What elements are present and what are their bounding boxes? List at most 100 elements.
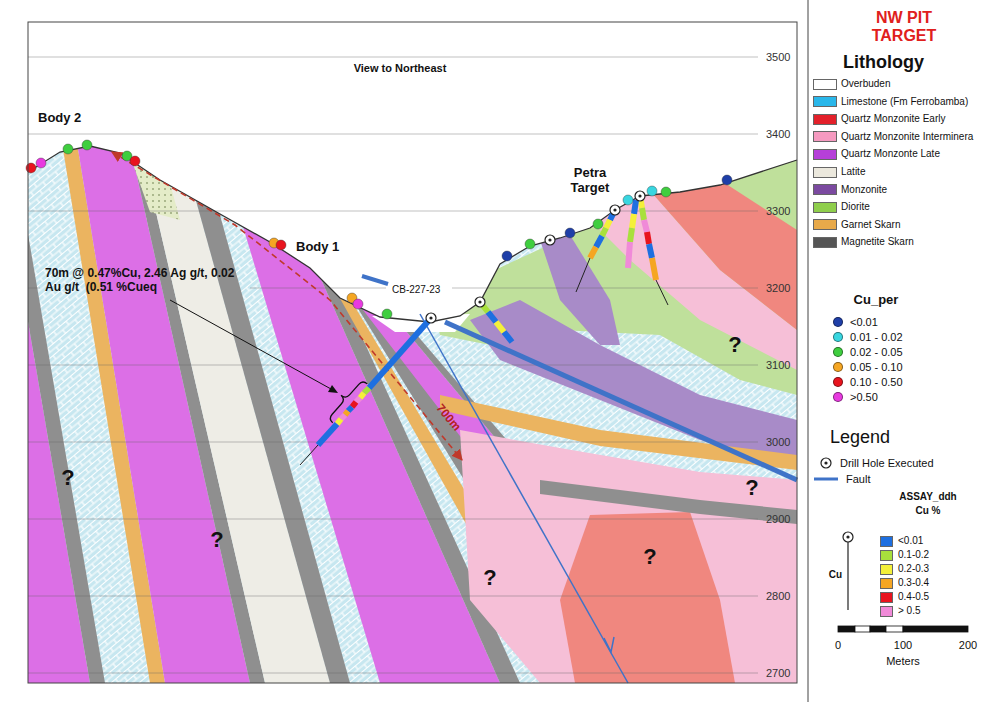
surface-sample <box>353 299 363 309</box>
drill-hole <box>596 236 602 247</box>
elevation-gridline <box>28 211 758 212</box>
drill-collar <box>478 300 481 303</box>
legend-heading: ASSAY_ddh <box>899 491 956 503</box>
sample-dot <box>833 332 843 342</box>
scale-bar <box>838 626 968 632</box>
legend-text: 0.02 - 0.05 <box>850 346 903 359</box>
drill-collar-symbol <box>824 461 827 464</box>
legend-heading: Legend <box>830 427 890 448</box>
color-swatch <box>813 114 837 125</box>
legend-text: 0.10 - 0.50 <box>850 376 903 389</box>
fault-symbol <box>814 479 838 480</box>
drill-hole <box>642 208 644 220</box>
scale-bar <box>903 626 968 632</box>
drill-collar <box>426 313 436 323</box>
limestone-fill <box>28 100 797 683</box>
topography-line <box>28 146 797 322</box>
panel-divider <box>808 0 809 702</box>
legend-text: <0.01 <box>850 316 878 329</box>
drill-hole <box>341 415 345 419</box>
elevation-gridline <box>28 288 40 289</box>
distance-label: 700m <box>433 402 463 434</box>
drill-hole <box>356 398 360 402</box>
legend-text: > 0.5 <box>898 605 921 617</box>
drill-hole <box>628 242 630 268</box>
drill-hole <box>630 228 632 242</box>
callout-leader <box>170 300 331 389</box>
color-swatch <box>813 202 837 213</box>
fault-line <box>604 637 614 652</box>
sample-dot <box>833 347 843 357</box>
target-label: Petra Target <box>564 166 616 196</box>
surface-sample <box>36 158 46 168</box>
drill-collar <box>610 205 620 215</box>
legend-text: 0.2-0.3 <box>898 563 929 575</box>
scale-bar <box>870 626 886 632</box>
surface-sample <box>661 187 671 197</box>
scale-bar <box>855 626 870 632</box>
legend-text: 0.05 - 0.10 <box>850 361 903 374</box>
drill-hole <box>632 214 634 228</box>
drill-hole <box>337 419 341 424</box>
drill-collar <box>475 297 485 307</box>
query-mark: ? <box>210 527 223 552</box>
query-mark: ? <box>61 465 74 490</box>
drill-hole <box>369 318 431 388</box>
legend-text: Fault <box>846 473 870 486</box>
elevation-gridline <box>452 288 758 289</box>
callout-leader <box>170 300 367 423</box>
elevation-gridline <box>28 519 758 520</box>
legend-text: 0.4-0.5 <box>898 591 929 603</box>
monzonite-band <box>540 235 620 345</box>
latite-patch <box>128 150 180 220</box>
assay-symbol <box>843 532 853 542</box>
monzonite-inter-body <box>460 430 797 683</box>
drill-hole <box>649 244 652 258</box>
legend-heading: Cu % <box>916 505 941 517</box>
surface-sample <box>593 219 603 229</box>
distance-arrow <box>112 152 462 460</box>
legend-text: <0.01 <box>898 535 923 547</box>
color-swatch <box>880 578 893 589</box>
legend-text: Limestone (Fm Ferrobamba) <box>841 96 968 108</box>
drill-hole <box>496 322 504 332</box>
section-title: View to Northeast <box>354 62 447 75</box>
legend-text: Diorite <box>841 201 870 213</box>
elevation-label: 2900 <box>766 513 790 526</box>
drill-hole <box>652 258 656 280</box>
target-label: Body 2 <box>38 111 81 126</box>
assay-symbol <box>843 532 853 610</box>
drill-collar <box>635 191 645 201</box>
drill-collar <box>548 238 551 241</box>
drill-hole <box>348 407 352 411</box>
elevation-gridline <box>28 134 758 135</box>
color-swatch <box>880 550 893 561</box>
drill-hole <box>634 200 636 214</box>
sample-dot <box>833 317 843 327</box>
color-swatch <box>880 536 893 547</box>
monzonite-early-body <box>560 512 735 683</box>
drill-hole <box>504 332 512 342</box>
color-swatch <box>813 237 837 248</box>
sample-dot <box>833 377 843 387</box>
section-frame <box>28 22 797 683</box>
elevation-label: 3500 <box>766 51 790 64</box>
assay-symbol <box>847 542 848 610</box>
surface-sample <box>623 195 633 205</box>
surface-sample <box>722 175 732 185</box>
drill-collar <box>429 316 432 319</box>
callout-leader <box>324 376 368 423</box>
color-swatch <box>813 96 837 107</box>
color-swatch <box>880 592 893 603</box>
legend-text: >0.50 <box>850 391 878 404</box>
fault-line <box>420 314 628 683</box>
drillhole-label: CB-227-23 <box>392 284 440 296</box>
surface-sample <box>26 140 732 319</box>
legend-heading: Cu_per <box>854 293 899 308</box>
surface-sample <box>82 140 92 150</box>
color-swatch <box>813 184 837 195</box>
scale-label: 200 <box>959 639 977 652</box>
drill-hole <box>300 196 668 465</box>
legend-text: Quartz Monzonite Early <box>841 113 946 125</box>
query-mark: ? <box>643 544 656 569</box>
